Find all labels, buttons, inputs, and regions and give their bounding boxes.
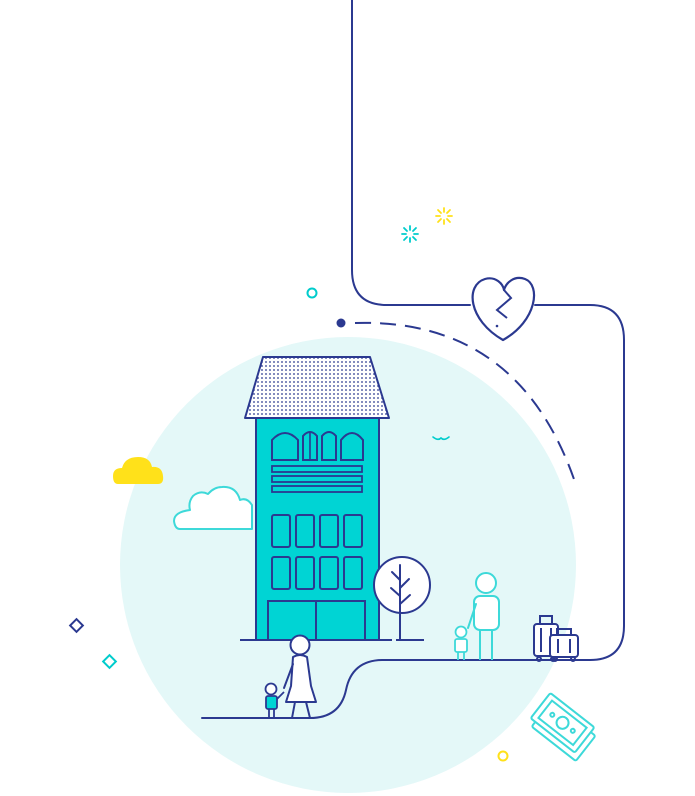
building	[244, 356, 390, 641]
cloud-icon	[173, 485, 253, 530]
sparkle-icon	[401, 225, 419, 243]
journey-path	[201, 0, 625, 719]
circle-dot-icon	[306, 287, 318, 299]
parent-and-child-standing	[454, 572, 500, 660]
cloud-icon	[113, 457, 164, 484]
suitcase-icon	[549, 628, 579, 662]
circle-dot-icon	[497, 750, 509, 762]
dashed-arc	[354, 321, 577, 486]
sparkle-icon	[435, 207, 453, 225]
tree-icon	[373, 556, 431, 641]
broken-heart-icon	[471, 276, 536, 342]
diamond-icon	[101, 653, 118, 670]
diamond-icon	[68, 617, 85, 634]
money-bills-icon	[530, 692, 596, 762]
parent-and-child-walking	[264, 634, 317, 719]
dashed-start-dot	[336, 318, 346, 328]
bird-icon	[432, 436, 450, 441]
